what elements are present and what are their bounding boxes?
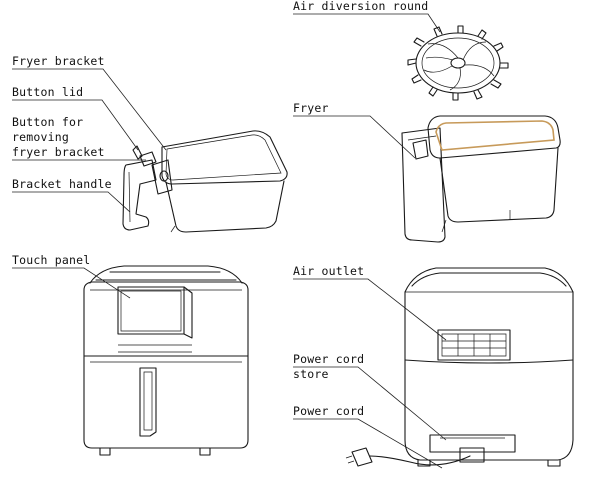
fryer-part	[401, 115, 561, 243]
label-touch-panel: Touch panel	[12, 253, 91, 267]
label-bracket-handle: Bracket handle	[12, 177, 112, 191]
fryer-bracket-part	[122, 130, 288, 233]
label-button-for-removing-line2: removing	[12, 130, 69, 144]
air-diversion-round-part	[407, 25, 509, 101]
label-air-outlet: Air outlet	[293, 264, 365, 278]
label-fryer: Fryer	[293, 101, 329, 115]
air-fryer-back-view	[345, 267, 574, 467]
label-power-cord-store-line2: store	[293, 367, 329, 381]
air-fryer-front-view	[83, 265, 249, 456]
label-button-for-removing-line1: Button for	[12, 115, 84, 129]
leader-lines	[12, 13, 447, 469]
label-power-cord: Power cord	[293, 404, 365, 418]
label-air-diversion-round: Air diversion round	[293, 0, 429, 13]
label-power-cord-store-line1: Power cord	[293, 352, 365, 366]
label-fryer-bracket: Fryer bracket	[12, 54, 105, 68]
label-button-lid: Button lid	[12, 85, 84, 99]
label-button-for-removing-line3: fryer bracket	[12, 145, 105, 159]
